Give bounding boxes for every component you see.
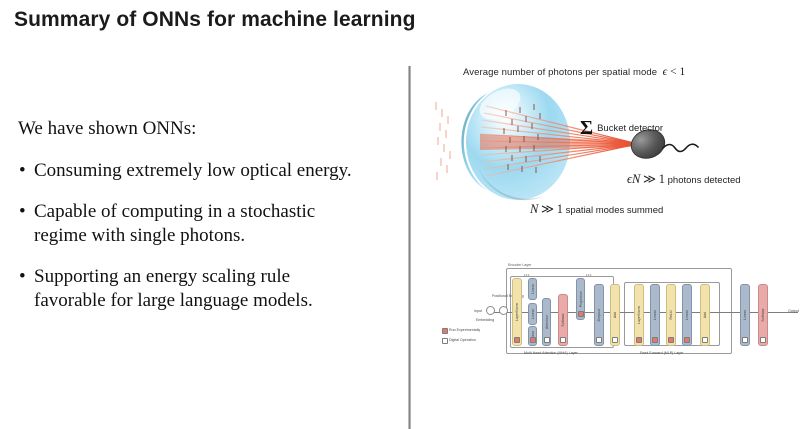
ellipsis-marker-1: ••• bbox=[524, 272, 531, 277]
detected-value: 1 bbox=[658, 172, 665, 186]
digital-marker-icon bbox=[702, 337, 708, 343]
epsilon-symbol: ϵ bbox=[662, 66, 668, 78]
block-softmax-1: Softmax bbox=[558, 294, 568, 346]
right-figure-panel: Average number of photons per spatial mo… bbox=[420, 60, 800, 429]
block-label: Linear bbox=[530, 308, 535, 320]
block-layernorm-1: LayerNorm bbox=[512, 278, 522, 346]
bucket-detector-label: Bucket detector bbox=[597, 122, 664, 134]
vertical-divider bbox=[408, 66, 411, 429]
bullet-line: regime with single photons. bbox=[34, 224, 246, 246]
bullet-marker-icon: • bbox=[19, 265, 26, 287]
block-label: Add bbox=[703, 311, 707, 319]
detected-text: photons detected bbox=[667, 175, 741, 186]
bullet-line: Consuming extremely low optical energy. bbox=[34, 159, 352, 181]
bullet-line: Capable of computing in a stochastic bbox=[34, 200, 316, 222]
block-attention: Attention bbox=[542, 298, 551, 346]
block-linear-ffn-1: Linear bbox=[650, 284, 660, 346]
less-than-symbol: < bbox=[670, 66, 677, 78]
block-label: LayerNorm bbox=[515, 303, 519, 321]
sigma-icon: Σ bbox=[580, 117, 594, 139]
modes-value: 1 bbox=[556, 202, 563, 216]
ffn-layer-caption: Feed-Forward (MLP) Layer bbox=[640, 351, 684, 355]
epsilon-N-symbol: ϵN bbox=[627, 172, 641, 186]
block-label: Dropout bbox=[597, 308, 601, 322]
digital-marker-icon bbox=[742, 337, 748, 343]
block-linear-v: Linear bbox=[528, 326, 537, 346]
legend-label-digital: Digital Operation bbox=[449, 338, 476, 342]
block-relu: ReLU bbox=[666, 284, 676, 346]
block-dropout-1: Dropout bbox=[594, 284, 604, 346]
optical-marker-icon bbox=[652, 337, 658, 343]
block-projection: Projection bbox=[576, 278, 585, 320]
output-label: Output bbox=[788, 309, 799, 313]
positional-encoding-node bbox=[499, 306, 508, 315]
block-label: Attention bbox=[544, 314, 549, 330]
digital-marker-icon bbox=[612, 337, 618, 343]
embedding-node bbox=[486, 306, 495, 315]
block-label: Add bbox=[613, 311, 617, 319]
block-add-2: Add bbox=[700, 284, 710, 346]
photon-lens-illustration bbox=[430, 84, 699, 201]
page-title: Summary of ONNs for machine learning bbox=[14, 8, 416, 31]
optical-marker-icon bbox=[577, 311, 584, 317]
optical-marker-icon bbox=[636, 337, 642, 343]
much-greater-icon: ≫ bbox=[540, 202, 555, 216]
optical-marker-icon bbox=[668, 337, 674, 343]
block-label: Softmax bbox=[561, 313, 565, 327]
photon-bucket-detector-figure: Average number of photons per spatial mo… bbox=[420, 60, 800, 230]
spatial-modes-annotation: N ≫ 1 spatial modes summed bbox=[530, 201, 663, 217]
block-label: ReLU bbox=[669, 310, 673, 320]
digital-marker-icon bbox=[560, 337, 566, 343]
optical-marker-icon bbox=[684, 337, 690, 343]
left-text-panel: We have shown ONNs: • Consuming extremel… bbox=[18, 118, 388, 313]
signal-bus bbox=[492, 312, 798, 313]
block-label: LayerNorm bbox=[637, 306, 641, 324]
legend-label-optical: Run Experimentally bbox=[449, 328, 481, 332]
block-softmax-output: Softmax bbox=[758, 284, 768, 346]
list-item: • Capable of computing in a stochastic r… bbox=[18, 200, 388, 248]
digital-marker-icon bbox=[596, 337, 602, 343]
block-label: Projection bbox=[578, 290, 583, 308]
caption-value: 1 bbox=[679, 66, 686, 78]
block-layernorm-2: LayerNorm bbox=[634, 284, 644, 346]
much-greater-icon: ≫ bbox=[643, 172, 657, 186]
block-label: Softmax bbox=[761, 308, 765, 322]
optical-marker-icon bbox=[529, 337, 536, 343]
block-linear-output: Linear bbox=[740, 284, 750, 346]
bullet-marker-icon: • bbox=[19, 200, 26, 222]
block-label: Linear bbox=[530, 283, 535, 295]
block-label: Linear bbox=[743, 309, 747, 321]
bullet-marker-icon: • bbox=[19, 159, 26, 181]
list-item: • Consuming extremely low optical energy… bbox=[18, 159, 388, 183]
photons-detected-annotation: ϵN ≫ 1 photons detected bbox=[627, 171, 741, 187]
block-linear-k: Linear bbox=[528, 303, 537, 325]
N-symbol: N bbox=[530, 202, 539, 216]
block-label: Linear bbox=[685, 309, 689, 321]
ellipsis-marker-2: ••• bbox=[586, 272, 593, 277]
sigma-detector-label: Σ Bucket detector bbox=[580, 118, 663, 138]
encoder-layer-label: Encoder Layer bbox=[508, 263, 532, 267]
list-item: • Supporting an energy scaling rule favo… bbox=[18, 265, 388, 313]
block-linear-q: Linear bbox=[528, 278, 537, 300]
block-label: Linear bbox=[653, 309, 657, 321]
digital-marker-icon bbox=[760, 337, 766, 343]
mha-layer-caption: Multi-Head Attention (MHA) Layer bbox=[524, 351, 578, 355]
lead-statement: We have shown ONNs: bbox=[18, 118, 197, 139]
bullet-list: • Consuming extremely low optical energy… bbox=[18, 159, 388, 313]
block-linear-ffn-2: Linear bbox=[682, 284, 692, 346]
modes-text: spatial modes summed bbox=[565, 205, 664, 216]
input-label: Input bbox=[474, 309, 482, 313]
caption-text: Average number of photons per spatial mo… bbox=[463, 67, 658, 78]
embedding-label: Embedding bbox=[476, 318, 495, 322]
positional-encoding-label: Positional Encoding bbox=[492, 294, 524, 298]
block-add-1: Add bbox=[610, 284, 620, 346]
transformer-architecture-figure: Encoder Layer Input Embedding Positional… bbox=[442, 258, 800, 363]
optical-marker-icon bbox=[514, 337, 520, 343]
bullet-line: Supporting an energy scaling rule bbox=[34, 265, 291, 287]
legend-swatch-digital bbox=[442, 338, 448, 344]
legend-swatch-optical bbox=[442, 328, 448, 334]
photon-figure-caption: Average number of photons per spatial mo… bbox=[463, 66, 685, 78]
bullet-line: favorable for large language models. bbox=[34, 289, 313, 311]
digital-marker-icon bbox=[543, 337, 550, 343]
